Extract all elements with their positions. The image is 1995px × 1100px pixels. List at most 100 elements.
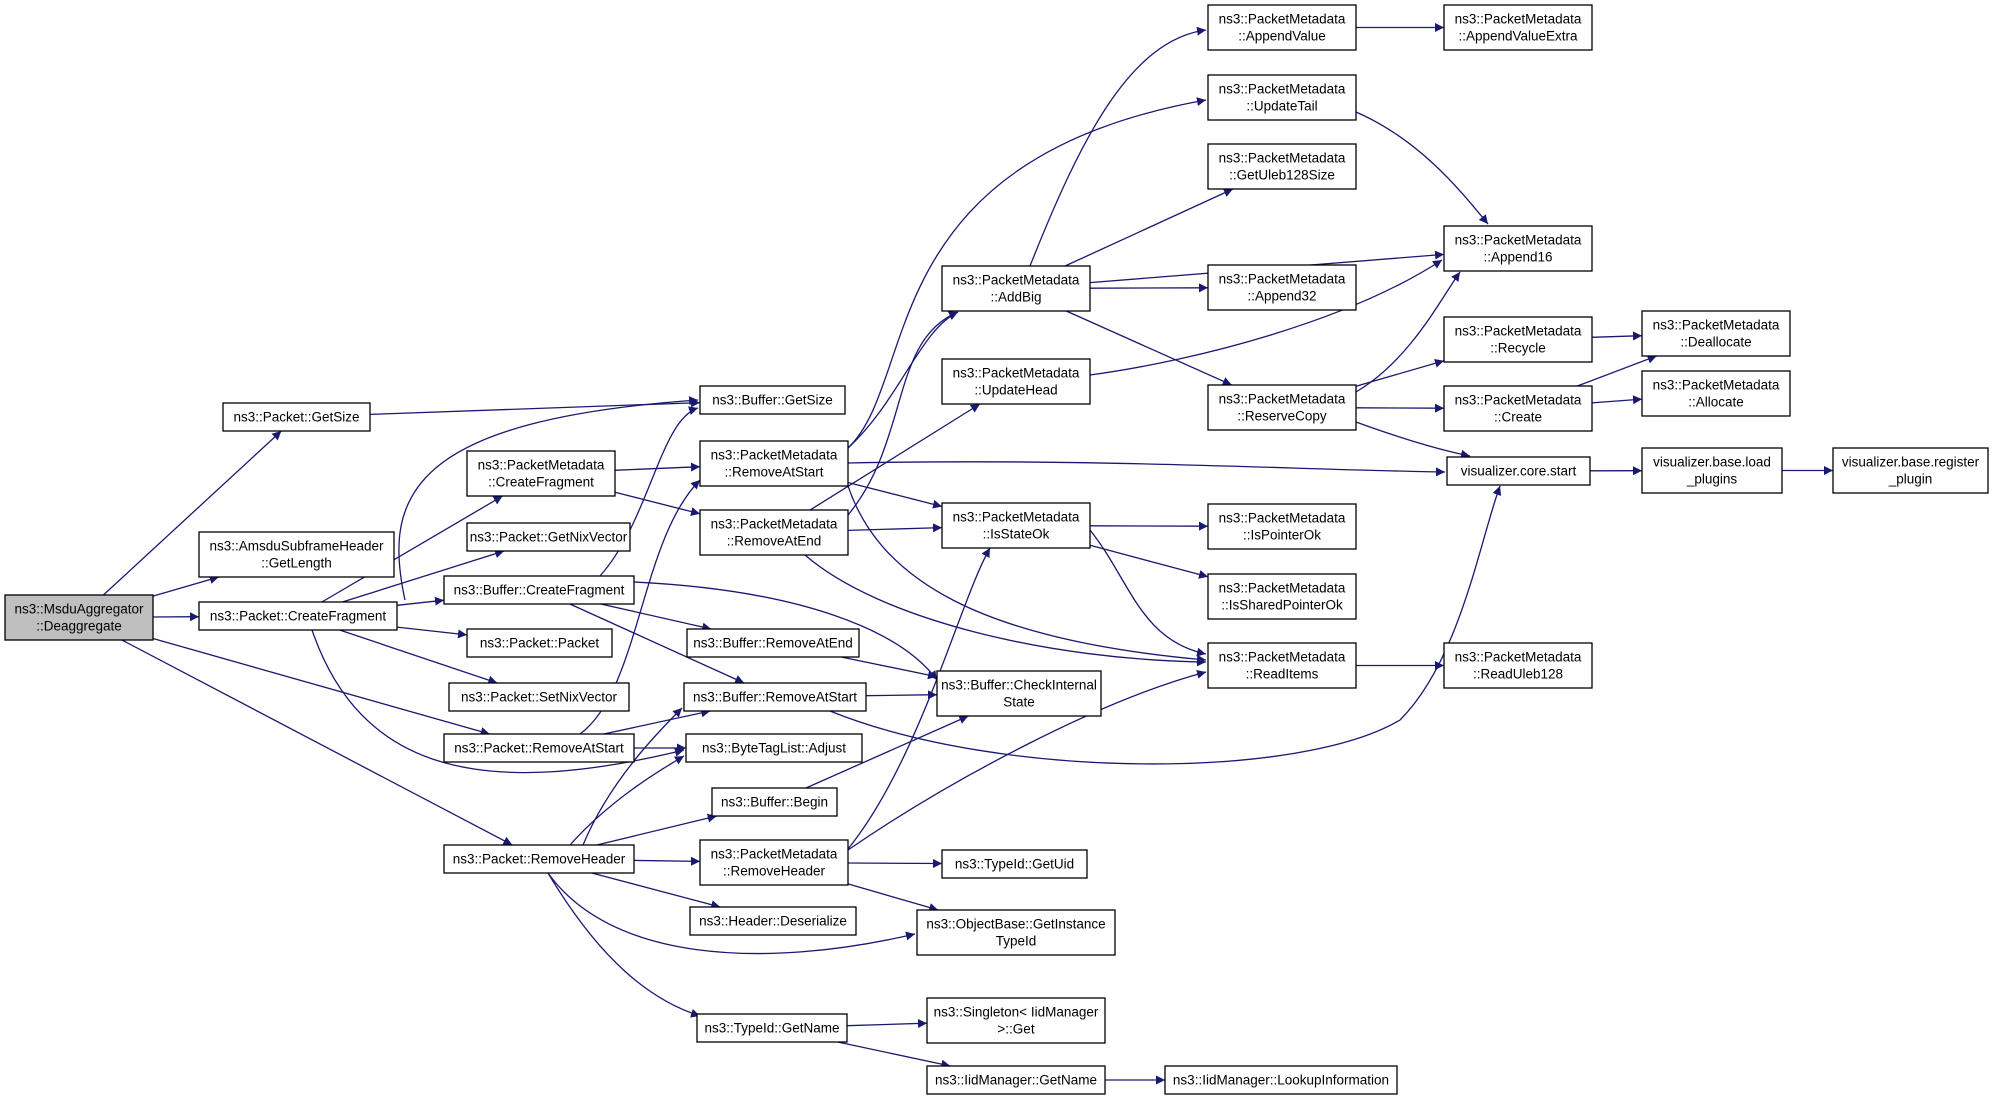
- node-label: ns3::PacketMetadata: [1455, 232, 1582, 247]
- node-singleton-get[interactable]: ns3::Singleton< IidManager >::Get: [926, 997, 1106, 1044]
- edge-pm_removeheader-to-pm_readitems: [847, 669, 1207, 851]
- edge-buffer_createfragment-to-buffer_checkinternalstate: [633, 581, 938, 681]
- node-pm-issharedpointerok[interactable]: ns3::PacketMetadata::IsSharedPointerOk: [1207, 573, 1357, 620]
- node-label: ::AppendValue: [1238, 28, 1326, 43]
- edge-arrow: [398, 396, 699, 601]
- node-box: [1207, 264, 1357, 311]
- node-packet-removeheader[interactable]: ns3::Packet::RemoveHeader: [443, 844, 635, 874]
- node-label: TypeId: [996, 933, 1037, 948]
- node-visualizer-core-start[interactable]: visualizer.core.start: [1446, 456, 1591, 486]
- node-packet-removeatstart[interactable]: ns3::Packet::RemoveAtStart: [443, 733, 635, 763]
- node-pm-append16[interactable]: ns3::PacketMetadata::Append16: [1443, 225, 1593, 272]
- node-packet-getnixvector[interactable]: ns3::Packet::GetNixVector: [466, 522, 631, 552]
- node-bytetaglist-adjust[interactable]: ns3::ByteTagList::Adjust: [685, 733, 863, 763]
- node-label: ns3::PacketMetadata: [1219, 649, 1346, 664]
- node-pm-ispointerok[interactable]: ns3::PacketMetadata::IsPointerOk: [1207, 503, 1357, 550]
- edge-packet_createfragment-to-packet_getnixvector: [342, 549, 505, 603]
- node-label: ns3::PacketMetadata: [1219, 271, 1346, 286]
- node-buffer-removeatstart[interactable]: ns3::Buffer::RemoveAtStart: [683, 682, 867, 712]
- node-pm-isstateok[interactable]: ns3::PacketMetadata::IsStateOk: [941, 502, 1091, 549]
- node-pm-removeatstart[interactable]: ns3::PacketMetadata::RemoveAtStart: [699, 440, 849, 487]
- node-pm-readitems[interactable]: ns3::PacketMetadata::ReadItems: [1207, 642, 1357, 689]
- node-pm-recycle[interactable]: ns3::PacketMetadata::Recycle: [1443, 316, 1593, 363]
- edge-arrow: [614, 491, 701, 516]
- edge-packet_createfragment-to-buffer_getsize: [398, 396, 699, 601]
- node-label: ::UpdateHead: [974, 382, 1057, 397]
- node-label: ns3::TypeId::GetUid: [955, 856, 1074, 871]
- node-box: [941, 502, 1091, 549]
- edge-arrow: [804, 554, 1207, 667]
- node-pm-allocate[interactable]: ns3::PacketMetadata::Allocate: [1641, 370, 1791, 417]
- node-iidmanager-lookupinformation[interactable]: ns3::IidManager::LookupInformation: [1164, 1065, 1398, 1095]
- node-box: [198, 601, 398, 631]
- node-label: ::Allocate: [1688, 394, 1744, 409]
- node-label: ns3::Packet::RemoveAtStart: [454, 740, 624, 755]
- edge-arrow: [633, 581, 938, 681]
- node-packet-packet[interactable]: ns3::Packet::Packet: [466, 628, 613, 658]
- node-deaggregate[interactable]: ns3::MsduAggregator::Deaggregate: [4, 594, 154, 641]
- edge-buffer_begin-to-buffer_checkinternalstate: [805, 715, 969, 789]
- node-label: ns3::PacketMetadata: [1653, 377, 1780, 392]
- node-pm-addbig[interactable]: ns3::PacketMetadata::AddBig: [941, 265, 1091, 312]
- node-label: _plugins: [1686, 471, 1738, 486]
- node-pm-updatehead[interactable]: ns3::PacketMetadata::UpdateHead: [941, 358, 1091, 405]
- edge-arrow: [600, 603, 712, 632]
- node-buffer-begin[interactable]: ns3::Buffer::Begin: [711, 787, 838, 817]
- node-pm-readuleb128[interactable]: ns3::PacketMetadata::ReadUleb128: [1443, 642, 1593, 689]
- node-box: [222, 402, 371, 432]
- edge-deaggregate-to-amsdu_getlength: [152, 575, 219, 597]
- node-amsdu-getlength[interactable]: ns3::AmsduSubframeHeader::GetLength: [198, 531, 395, 578]
- node-visualizer-base-register-plugin[interactable]: visualizer.base.register_plugin: [1832, 447, 1989, 494]
- node-label: ns3::PacketMetadata: [1455, 323, 1582, 338]
- node-box: [689, 906, 857, 936]
- node-box: [466, 628, 613, 658]
- node-pm-append32[interactable]: ns3::PacketMetadata::Append32: [1207, 264, 1357, 311]
- node-pm-createfragment[interactable]: ns3::PacketMetadata::CreateFragment: [466, 450, 616, 497]
- node-packet-createfragment[interactable]: ns3::Packet::CreateFragment: [198, 601, 398, 631]
- node-visualizer-base-load-plugins[interactable]: visualizer.base.load_plugins: [1641, 447, 1783, 494]
- node-pm-getuleb128size[interactable]: ns3::PacketMetadata::GetUleb128Size: [1207, 143, 1357, 190]
- node-pm-reservecopy[interactable]: ns3::PacketMetadata::ReserveCopy: [1207, 384, 1357, 431]
- node-iidmanager-getname[interactable]: ns3::IidManager::GetName: [926, 1065, 1106, 1095]
- node-packet-getsize[interactable]: ns3::Packet::GetSize: [222, 402, 371, 432]
- node-buffer-getsize[interactable]: ns3::Buffer::GetSize: [699, 385, 846, 415]
- node-box: [198, 531, 395, 578]
- node-label: ::IsPointerOk: [1243, 527, 1321, 542]
- node-label: ns3::Packet::RemoveHeader: [453, 851, 626, 866]
- node-box: [916, 909, 1116, 956]
- node-pm-appendvalueextra[interactable]: ns3::PacketMetadata::AppendValueExtra: [1443, 4, 1593, 51]
- edge-arrow: [1066, 310, 1232, 386]
- node-pm-appendvalue[interactable]: ns3::PacketMetadata::AppendValue: [1207, 4, 1357, 51]
- node-pm-removeatend[interactable]: ns3::PacketMetadata::RemoveAtEnd: [699, 509, 849, 556]
- edge-arrow: [1355, 111, 1489, 225]
- node-label: ns3::PacketMetadata: [953, 509, 1080, 524]
- node-label: ns3::PacketMetadata: [1455, 649, 1582, 664]
- node-header-deserialize[interactable]: ns3::Header::Deserialize: [689, 906, 857, 936]
- node-label: ::Recycle: [1490, 340, 1546, 355]
- node-box: [443, 733, 635, 763]
- node-box: [1207, 74, 1357, 121]
- node-pm-create[interactable]: ns3::PacketMetadata::Create: [1443, 385, 1593, 432]
- edge-packet_removeheader-to-bytetaglist_adjust: [569, 755, 685, 846]
- node-buffer-createfragment[interactable]: ns3::Buffer::CreateFragment: [443, 575, 635, 605]
- node-typeid-getuid[interactable]: ns3::TypeId::GetUid: [941, 849, 1088, 879]
- node-packet-setnixvector[interactable]: ns3::Packet::SetNixVector: [448, 682, 630, 712]
- node-pm-updatetail[interactable]: ns3::PacketMetadata::UpdateTail: [1207, 74, 1357, 121]
- node-buffer-removeatend[interactable]: ns3::Buffer::RemoveAtEnd: [686, 628, 860, 658]
- edge-arrow: [569, 603, 745, 684]
- edge-buffer_removeatstart-to-visualizer_core_start: [829, 485, 1502, 765]
- node-pm-removeheader[interactable]: ns3::PacketMetadata::RemoveHeader: [699, 839, 849, 886]
- edge-arrow: [1591, 331, 1643, 341]
- edge-pm_create-to-pm_allocate: [1591, 395, 1643, 405]
- node-label: ns3::Buffer::CreateFragment: [454, 582, 625, 597]
- edge-pm_removeatend-to-pm_readitems: [804, 554, 1207, 667]
- node-typeid-getname[interactable]: ns3::TypeId::GetName: [696, 1013, 848, 1043]
- node-pm-deallocate[interactable]: ns3::PacketMetadata::Deallocate: [1641, 310, 1791, 357]
- node-box: [941, 265, 1091, 312]
- edge-arrow: [1355, 271, 1461, 393]
- node-label: visualizer.base.register: [1842, 454, 1980, 469]
- node-box: [686, 628, 860, 658]
- edge-arrow: [121, 639, 513, 846]
